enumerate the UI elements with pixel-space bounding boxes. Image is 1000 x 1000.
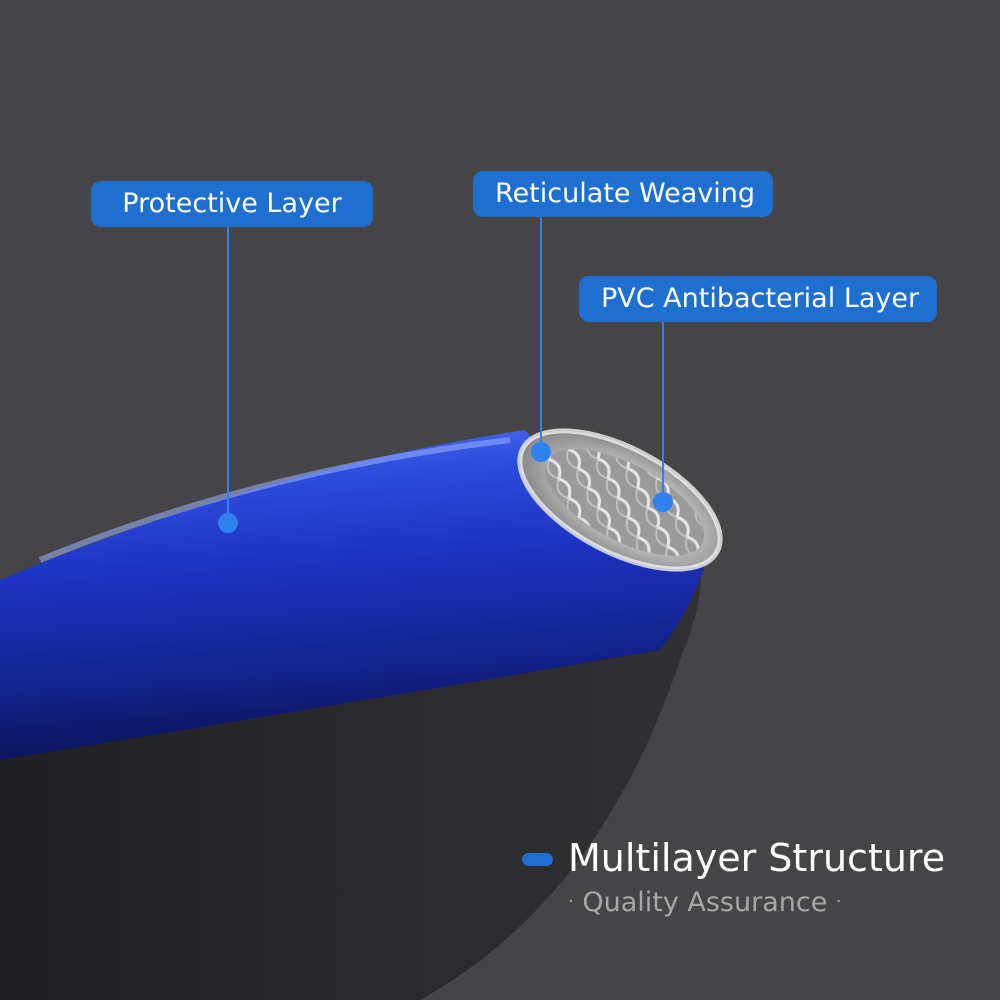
headline-subtitle: Quality Assurance: [582, 887, 828, 918]
headline-title: Multilayer Structure: [568, 836, 946, 880]
marker-dot-protective: [218, 513, 238, 533]
marker-dot-reticulate: [531, 442, 551, 462]
accent-pill: [522, 853, 553, 866]
hose-shadow: [0, 565, 701, 1000]
separator-dot-left: ·: [568, 891, 574, 912]
callout-pvc-antibacterial-layer: PVC Antibacterial Layer: [579, 276, 937, 322]
hose-highlight: [38, 437, 511, 563]
hose-body: [0, 430, 705, 760]
callout-protective-layer: Protective Layer: [91, 181, 373, 227]
separator-dot-right: ·: [835, 891, 842, 912]
headline-subtitle-row: · Quality Assurance ·: [568, 884, 842, 925]
hose-cut-end: [517, 428, 723, 572]
callout-reticulate-weaving: Reticulate Weaving: [473, 171, 773, 217]
marker-dot-pvc: [653, 492, 673, 512]
